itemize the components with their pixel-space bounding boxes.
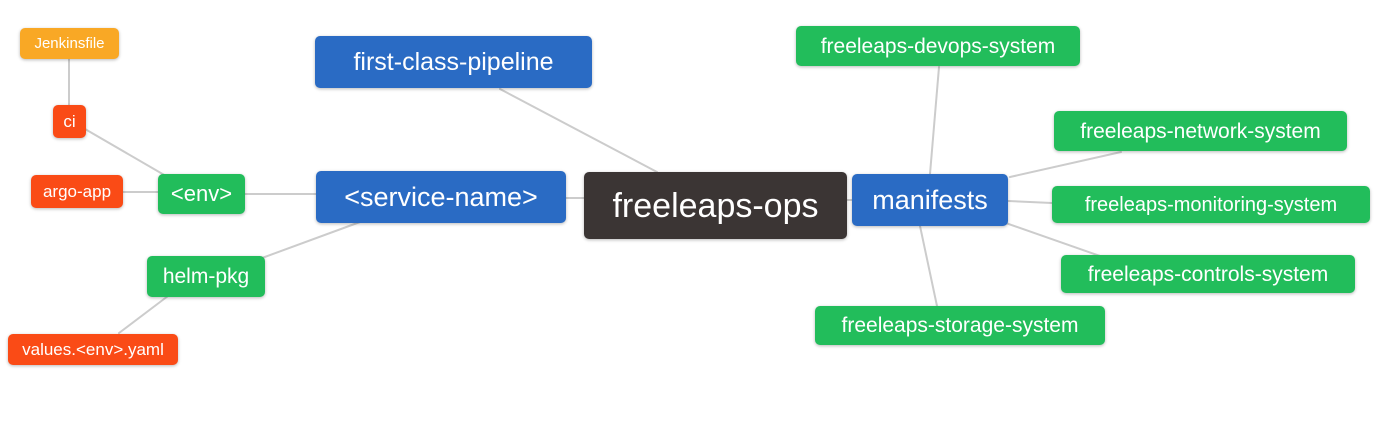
node-label: freeleaps-ops xyxy=(612,186,819,225)
edge-manifests-monitoring xyxy=(1007,200,1053,204)
edge-manifests-storage xyxy=(919,225,938,307)
node-label: <env> xyxy=(170,181,233,206)
node-argo-app[interactable]: argo-app xyxy=(31,175,123,208)
node-helm-pkg[interactable]: helm-pkg xyxy=(147,256,265,297)
node-label: <service-name> xyxy=(344,181,538,212)
edge-ci-env xyxy=(84,128,167,177)
edge-pipeline-ops xyxy=(499,88,658,173)
node-manifests[interactable]: manifests xyxy=(852,174,1008,226)
node-freeleaps-controls-system[interactable]: freeleaps-controls-system xyxy=(1061,255,1355,293)
node-label: ci xyxy=(63,112,76,131)
node-values-env-yaml[interactable]: values.<env>.yaml xyxy=(8,334,178,365)
node-label: first-class-pipeline xyxy=(353,47,554,76)
node-freeleaps-storage-system[interactable]: freeleaps-storage-system xyxy=(815,306,1105,345)
node-label: freeleaps-controls-system xyxy=(1087,262,1329,286)
node-freeleaps-ops-root[interactable]: freeleaps-ops xyxy=(584,172,847,239)
edge-manifests-devops xyxy=(929,66,940,175)
node-label: freeleaps-storage-system xyxy=(841,314,1079,337)
node-freeleaps-devops-system[interactable]: freeleaps-devops-system xyxy=(796,26,1080,66)
node-label: manifests xyxy=(872,184,988,215)
edge-manifests-controls xyxy=(999,220,1101,257)
node-label: freeleaps-monitoring-system xyxy=(1084,193,1338,216)
node-freeleaps-network-system[interactable]: freeleaps-network-system xyxy=(1054,111,1347,151)
node-env[interactable]: <env> xyxy=(158,174,245,214)
node-freeleaps-monitoring-system[interactable]: freeleaps-monitoring-system xyxy=(1052,186,1370,223)
node-ci[interactable]: ci xyxy=(53,105,86,138)
node-jenkinsfile[interactable]: Jenkinsfile xyxy=(20,28,119,59)
node-service-name[interactable]: <service-name> xyxy=(316,171,566,223)
node-label: freeleaps-devops-system xyxy=(820,34,1056,58)
node-label: argo-app xyxy=(42,182,112,201)
edge-values-helm xyxy=(118,295,169,334)
node-label: freeleaps-network-system xyxy=(1080,119,1321,143)
node-label: helm-pkg xyxy=(162,265,250,288)
node-label: values.<env>.yaml xyxy=(22,340,164,359)
edge-helm-service xyxy=(261,221,361,259)
node-label: Jenkinsfile xyxy=(34,35,105,52)
node-first-class-pipeline[interactable]: first-class-pipeline xyxy=(315,36,592,88)
edge-manifests-network xyxy=(1009,151,1122,178)
